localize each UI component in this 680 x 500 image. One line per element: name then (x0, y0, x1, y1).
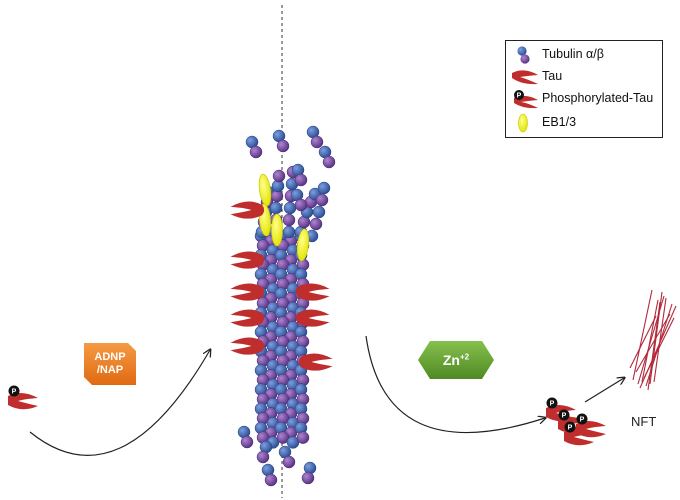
tubulin-beta-subunit (282, 213, 296, 227)
phosphate-label: P (562, 413, 567, 420)
phosphate-icon (558, 409, 570, 421)
zinc-label: Zn (442, 352, 460, 368)
tubulin-beta-subunit (264, 473, 278, 487)
bound-tau (230, 201, 265, 219)
zinc-badge: Zn+2 (418, 341, 494, 379)
zinc-charge: +2 (459, 352, 470, 362)
tubulin-beta-subunit (309, 217, 323, 231)
nft-filament (635, 313, 671, 373)
tubulin-beta-subunit (249, 145, 263, 159)
phosphorylated-tau: P (8, 385, 38, 410)
tau-shape (576, 420, 606, 438)
eb-protein (296, 228, 310, 262)
nft-filament (647, 301, 661, 391)
bound-tau (295, 283, 330, 301)
nft-label: NFT (631, 414, 657, 429)
phosphate-label: P (550, 401, 555, 408)
legend-label-eb: EB1/3 (542, 115, 577, 129)
phosphorylated-tau-icon: P (514, 90, 538, 109)
phosphate-label: P (568, 425, 573, 432)
arrow-to-microtubule (29, 350, 210, 456)
tubulin-alpha-subunit (317, 181, 331, 195)
adnp-badge-shape (84, 343, 136, 385)
phosphate-label: P (580, 417, 585, 424)
tubulin-beta-subunit (315, 193, 329, 207)
tubulin-beta-subunit (301, 471, 315, 485)
bound-tau (230, 283, 265, 301)
nft-filament (629, 315, 657, 369)
bound-tau (230, 337, 265, 355)
legend-item-tau: Tau (506, 67, 662, 87)
bound-tau-proteins (230, 201, 333, 371)
free-tubulin-dimers (237, 125, 336, 487)
tubulin-beta-subunit (240, 435, 254, 449)
nft-filament (641, 299, 659, 383)
phosphorylated-tau: P (576, 413, 606, 438)
bound-tau (295, 309, 330, 327)
eb-proteins (258, 173, 310, 262)
legend-label-tubulin: Tubulin α/β (542, 47, 604, 61)
bound-tau (230, 251, 265, 269)
phosphate-label: P (12, 389, 17, 396)
bound-tau (298, 353, 333, 371)
legend-label-tau: Tau (542, 69, 563, 83)
adnp-nap-badge: ADNP /NAP (84, 343, 136, 385)
eb-protein (258, 173, 272, 207)
zinc-badge-shape (418, 341, 494, 379)
tubulin-beta-subunit (272, 169, 286, 183)
phosphate-icon (564, 421, 576, 433)
neurofibrillary-tangle (629, 289, 677, 391)
arrow-to-nft (584, 378, 624, 403)
zinc-label-group: Zn+2 (443, 352, 469, 368)
phosphate-icon (546, 397, 558, 409)
tau-shape (230, 201, 265, 219)
legend-item-tubulin: Tubulin α/β (506, 45, 662, 65)
nft-filament (653, 297, 667, 383)
tubulin-alpha-subunit (283, 201, 297, 215)
tubulin-beta-subunit (310, 135, 324, 149)
tubulin-alpha-subunit (269, 201, 283, 215)
tau-shape (230, 251, 265, 269)
phospho-mark: P (517, 93, 522, 100)
phosphate-icon (576, 413, 588, 425)
bound-tau (230, 309, 265, 327)
adnp-nap-label: ADNP /NAP (94, 351, 126, 376)
tubulin-alpha-subunit (282, 225, 296, 239)
free-phosphorylated-tau-left: P (8, 385, 38, 410)
tubulin-alpha-subunit (312, 205, 326, 219)
tubulin-dimer-icon (517, 46, 530, 64)
legend: Tubulin α/β Tau P Phosphorylated-Tau EB1… (505, 40, 663, 138)
tau-shape (8, 392, 38, 410)
tau-shape (295, 283, 330, 301)
tubulin-beta-subunit (294, 198, 308, 212)
tubulin-beta-subunit (322, 155, 336, 169)
legend-item-eb: EB1/3 (506, 113, 662, 133)
tubulin-beta-subunit (294, 173, 308, 187)
legend-label-phosphorylated-tau: Phosphorylated-Tau (542, 91, 654, 105)
tau-shape (230, 337, 265, 355)
tau-shape (295, 309, 330, 327)
phosphate-icon (8, 385, 20, 397)
eb-protein-icon (518, 113, 528, 133)
tau-icon (512, 70, 538, 85)
tau-shape (230, 309, 265, 327)
eb-protein (271, 213, 283, 247)
nft-filament (632, 289, 653, 381)
tubulin-beta-subunit (296, 431, 310, 444)
nft-filament (643, 317, 675, 379)
tau-shape (230, 283, 265, 301)
tubulin-beta-subunit (276, 139, 290, 153)
tubulin-beta-subunit (256, 450, 270, 464)
arrow-to-tau-aggregates (365, 335, 545, 434)
tau-shape (298, 353, 333, 371)
legend-item-phosphorylated-tau: P Phosphorylated-Tau (506, 89, 662, 109)
tubulin-beta-subunit (282, 455, 296, 469)
